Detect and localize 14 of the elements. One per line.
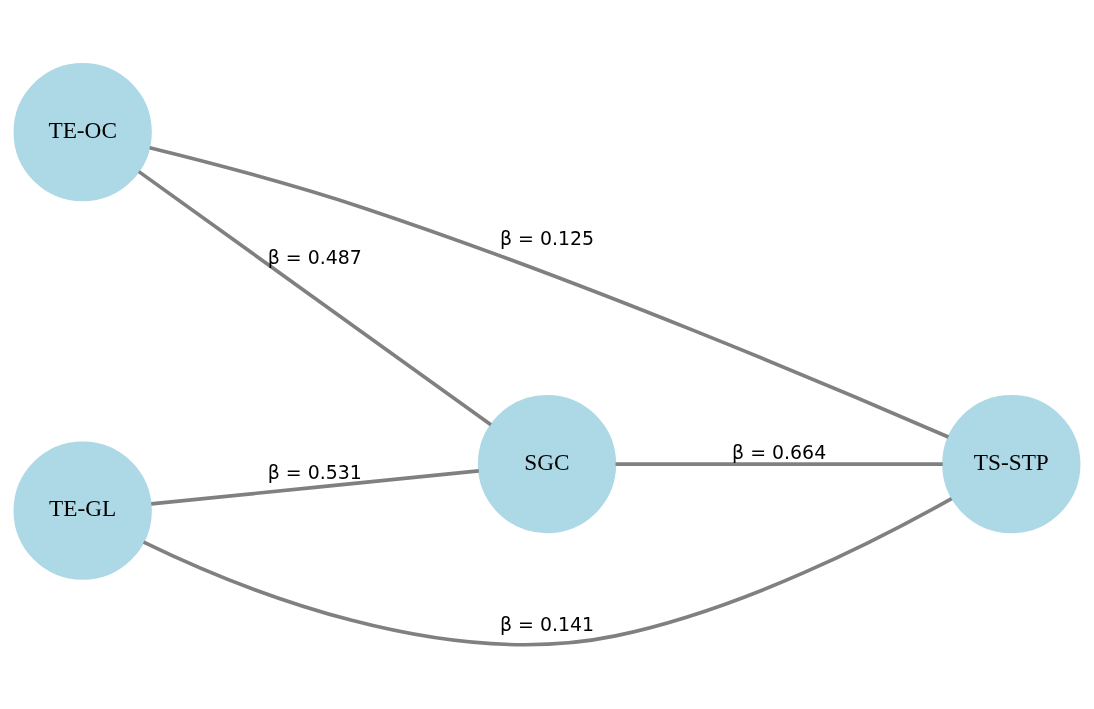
connector (137, 170, 492, 427)
edge-label: β = 0.531 (267, 461, 362, 484)
connector (142, 497, 953, 647)
node-circle: TS-STP (942, 394, 1081, 534)
edge-label: β = 0.664 (732, 440, 827, 463)
connector (151, 469, 479, 506)
connector (149, 146, 950, 439)
edge-label: β = 0.125 (499, 226, 595, 249)
node-circle: SGC (477, 394, 617, 534)
edge-label: β = 0.487 (267, 245, 362, 268)
connector (615, 462, 943, 466)
edge-label: β = 0.141 (499, 612, 595, 635)
node-circle: TE-GL (13, 441, 152, 580)
node-circle: TE-OC (13, 63, 152, 202)
